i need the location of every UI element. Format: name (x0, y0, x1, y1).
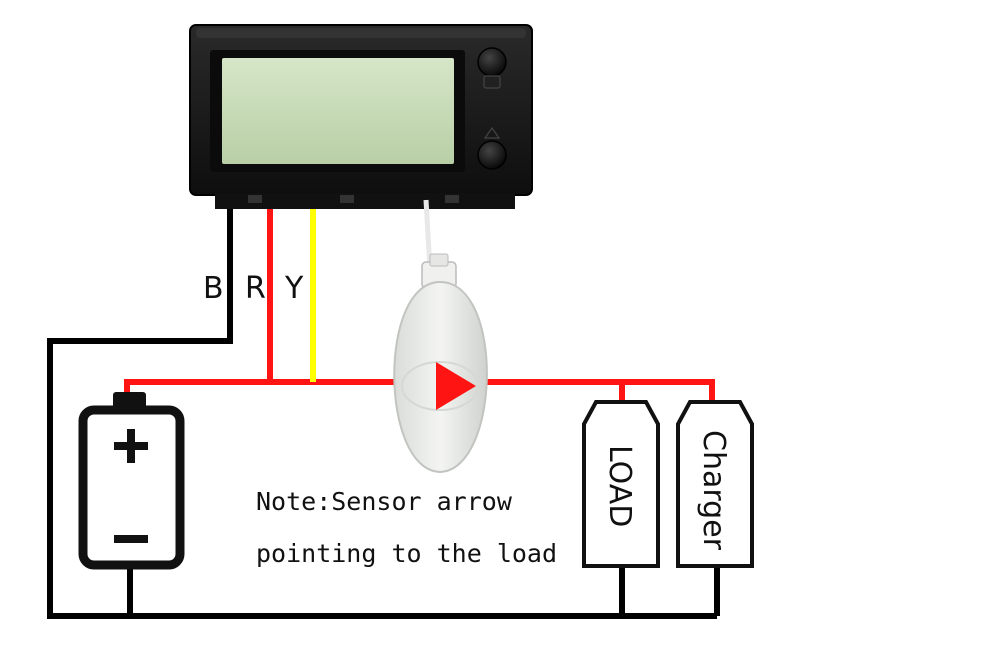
load-label: LOAD (602, 445, 637, 527)
note-line-2: pointing to the load (256, 539, 557, 568)
wire-label-black: B (203, 271, 224, 306)
load-terminal (582, 400, 660, 568)
battery (78, 392, 185, 570)
meter-button-bottom[interactable] (477, 140, 507, 170)
current-sensor (393, 253, 488, 474)
charger-terminal (676, 400, 754, 568)
power-icon (483, 75, 501, 89)
charger-label: Charger (696, 430, 731, 551)
wire-label-yellow: Y (284, 271, 304, 306)
battery-plus-icon (114, 429, 148, 463)
battery-minus-icon (114, 535, 148, 543)
meter-button-top[interactable] (477, 47, 507, 77)
panel-meter (189, 24, 533, 271)
note-line-1: Note:Sensor arrow (256, 487, 513, 516)
up-arrow-icon (483, 126, 501, 139)
sensor-arrow-icon (436, 362, 476, 410)
lcd-screen (222, 58, 454, 164)
wire-label-red: R (245, 271, 266, 306)
